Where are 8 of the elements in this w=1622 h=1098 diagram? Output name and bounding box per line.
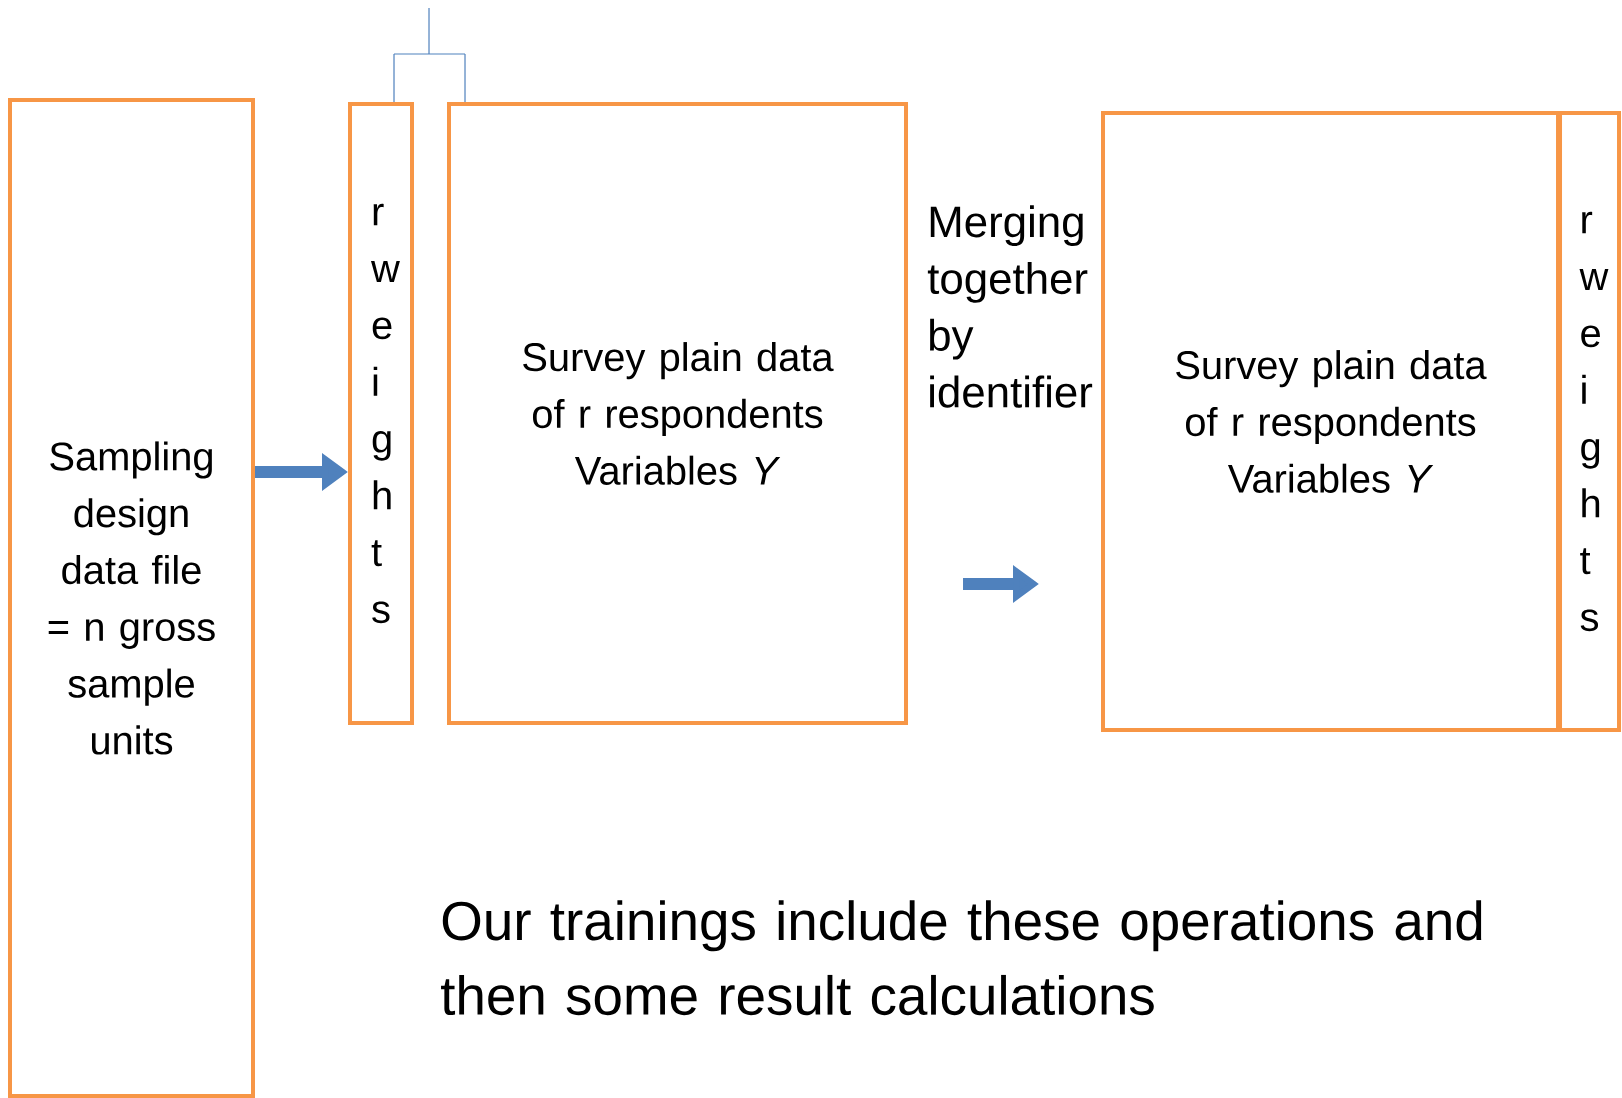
weights-box: r weights <box>348 102 414 725</box>
annotation: Merging together by identifier <box>927 205 1093 408</box>
data-box: Sampling design data file = n gross sample units <box>8 98 255 1098</box>
data-box: Survey plain data of r respondents Variables Y <box>447 102 908 725</box>
weights-box: r weights <box>1558 111 1621 732</box>
caption-text: Our trainings include these operations and then some result calculations <box>441 900 1482 1016</box>
data-box: Survey plain data of r respondents Variables Y <box>1101 111 1560 732</box>
bracket <box>393 7 466 103</box>
